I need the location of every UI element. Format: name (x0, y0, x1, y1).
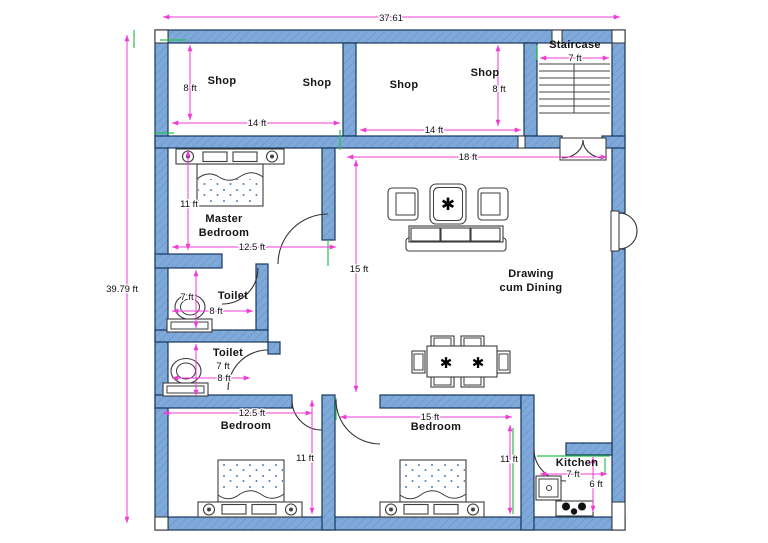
column-bottom-left (154, 516, 169, 531)
shop-left-height-dim: 8 ft (183, 83, 197, 94)
sink (535, 475, 562, 501)
bedroom-left-height-dim: 11 ft (296, 453, 314, 464)
dining-chair (411, 350, 426, 374)
master-bed (175, 148, 285, 207)
label-master-line1: Master (205, 213, 243, 225)
bedroom-right-height-dim: 11 ft (500, 454, 518, 465)
overall-width-dim: 37.61 (379, 13, 403, 24)
staircase-treads (539, 63, 610, 114)
shop-left-width-dim: 14 ft (248, 118, 267, 129)
label-drawing-line1: Drawing (508, 268, 554, 280)
staircase-width-dim: 7 ft (568, 53, 582, 64)
label-toilet-lower: Toilet (213, 347, 243, 359)
pillow (232, 151, 258, 163)
reference-lines (133, 30, 610, 514)
label-master-line2: Bedroom (199, 227, 249, 239)
wall-master-drawing-divider (321, 147, 336, 241)
pillow (251, 503, 277, 515)
wall-master-bottom (154, 253, 223, 269)
bedroom-left-bed (197, 459, 303, 518)
wall-staircase-left (523, 42, 538, 137)
column-top-left (154, 29, 169, 44)
label-shop-1: Shop (208, 75, 237, 87)
shop-right-width-dim: 14 ft (425, 125, 444, 136)
bedroom-right-bed (379, 459, 485, 518)
sofa-set: ✱ (387, 183, 509, 252)
drawing-width-dim: 18 ft (459, 152, 478, 163)
column-top-mid (551, 29, 563, 44)
label-drawing-line2: cum Dining (500, 282, 563, 294)
wall-bedroom-right-top (379, 394, 522, 409)
wall-right-upper (611, 29, 626, 214)
dining-set: ✱ ✱ (411, 335, 511, 388)
pillow (202, 151, 228, 163)
master-bedroom-door-arc (277, 213, 329, 265)
wall-bedroom-left-top (154, 394, 293, 409)
dimension-lines (124, 14, 620, 523)
overall-height-dim: 39.79 ft (106, 284, 138, 295)
pillow (433, 503, 459, 515)
label-staircase: Staircase (549, 39, 601, 51)
wall-right-lower (611, 248, 626, 531)
drawing-height-dim: 15 ft (350, 264, 369, 275)
plant-icon: ✱ (441, 195, 455, 214)
plant-icon: ✱ (472, 355, 485, 372)
wall-toilet-lower-right-stub (267, 341, 281, 355)
wall-kitchen-top (565, 442, 613, 456)
master-height-dim: 11 ft (180, 199, 198, 210)
toilet-upper-door-arc (221, 267, 259, 305)
wall-bottom (154, 516, 626, 531)
main-entrance-double-door (610, 210, 638, 252)
kitchen-width-dim: 7 ft (566, 469, 580, 480)
toilet-upper-height-dim: 7 ft (180, 292, 194, 303)
label-shop-2: Shop (303, 77, 332, 89)
wall-left (154, 29, 169, 531)
kitchen-fixtures (535, 475, 594, 517)
pillow (221, 503, 247, 515)
toilet-upper-width-dim: 8 ft (209, 306, 223, 317)
dining-table (426, 345, 498, 378)
toilet-lower-width-dim: 8 ft (217, 373, 231, 384)
label-shop-3: Shop (390, 79, 419, 91)
shop-right-height-dim: 8 ft (492, 84, 506, 95)
column-stair-corner (517, 135, 526, 149)
toilet-lower-height-dim: 7 ft (216, 361, 230, 372)
wall-bedroom-divider (321, 394, 336, 531)
kitchen-height-dim: 6 ft (589, 479, 603, 490)
labels: 37.61 39.79 ft Shop Shop 8 ft 14 ft Shop… (105, 12, 604, 492)
column-bottom-right (611, 501, 626, 531)
columns (154, 29, 626, 531)
toilet-fixture-lower (162, 357, 209, 397)
coffee-table (429, 183, 467, 225)
master-width-dim: 12.5 ft (239, 242, 266, 253)
column-top-right (611, 29, 626, 44)
label-shop-4: Shop (471, 67, 500, 79)
bedroom-left-width-dim: 12.5 ft (239, 408, 266, 419)
toilet-lower-door-arc (227, 349, 269, 391)
wall-kitchen-left (520, 394, 535, 531)
label-toilet-upper: Toilet (218, 290, 248, 302)
outer-walls (154, 29, 626, 531)
plant-icon: ✱ (440, 355, 453, 372)
label-bedroom-right: Bedroom (411, 421, 461, 433)
pillow (403, 503, 429, 515)
wall-shop-divider (342, 42, 357, 137)
label-bedroom-left: Bedroom (221, 420, 271, 432)
bedroom-right-door-arc (335, 399, 381, 445)
bedroom-left-door-arc (291, 399, 323, 431)
wall-below-shops (154, 135, 563, 149)
label-kitchen: Kitchen (556, 457, 598, 469)
bedroom-right-width-dim: 15 ft (421, 412, 440, 423)
